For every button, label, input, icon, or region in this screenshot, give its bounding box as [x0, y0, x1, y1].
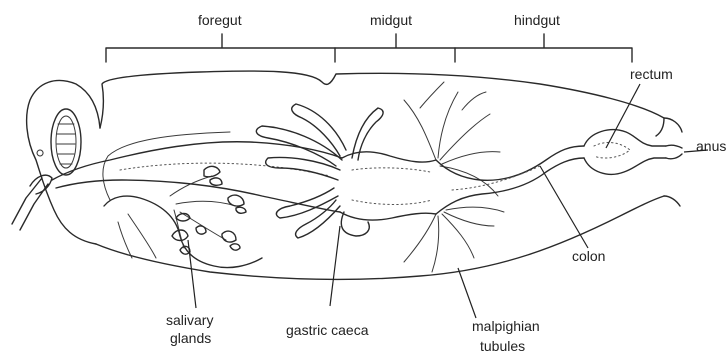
salivary-glands-label-line1: salivary	[166, 312, 213, 328]
midgut-ventriculus	[340, 152, 436, 220]
posterior-lower-tip	[664, 196, 680, 206]
frontal-spot	[37, 150, 43, 156]
midgut-label: midgut	[370, 12, 412, 28]
colon-leader	[540, 166, 588, 248]
head-capsule	[27, 81, 100, 244]
rectum-label: rectum	[630, 66, 673, 82]
midgut-bracket	[335, 34, 455, 62]
section-brackets	[106, 34, 632, 62]
malpighian-leader	[458, 268, 476, 318]
gastric-caeca-label: gastric caeca	[286, 322, 368, 338]
salivary-leader	[188, 240, 196, 308]
foregut-bracket	[106, 34, 335, 62]
compound-eye	[51, 109, 81, 175]
gastric-caeca	[256, 104, 383, 238]
leader-lines	[188, 84, 708, 318]
posterior-tip	[656, 118, 682, 136]
foregut-label: foregut	[198, 12, 242, 28]
rectum-leader	[606, 84, 640, 148]
malpighian-tubules-label-line2: tubules	[480, 338, 525, 354]
hindgut-tube	[436, 130, 682, 214]
anus-label: anus	[696, 138, 726, 154]
colon-label: colon	[572, 248, 605, 264]
rectum-shape	[584, 130, 666, 175]
anus-opening	[666, 145, 682, 159]
dorsal-outline	[100, 71, 664, 128]
hindgut-label: hindgut	[514, 12, 560, 28]
salivary-glands-label-line2: glands	[170, 330, 211, 346]
malpighian-tubules-label-line1: malpighian	[472, 318, 540, 334]
malpighian-tubules	[404, 82, 504, 272]
salivary-glands	[170, 166, 246, 254]
mouthparts	[12, 175, 52, 230]
hindgut-bracket	[455, 34, 632, 62]
foregut-tube	[52, 142, 342, 268]
gastric-caeca-leader	[330, 226, 340, 306]
